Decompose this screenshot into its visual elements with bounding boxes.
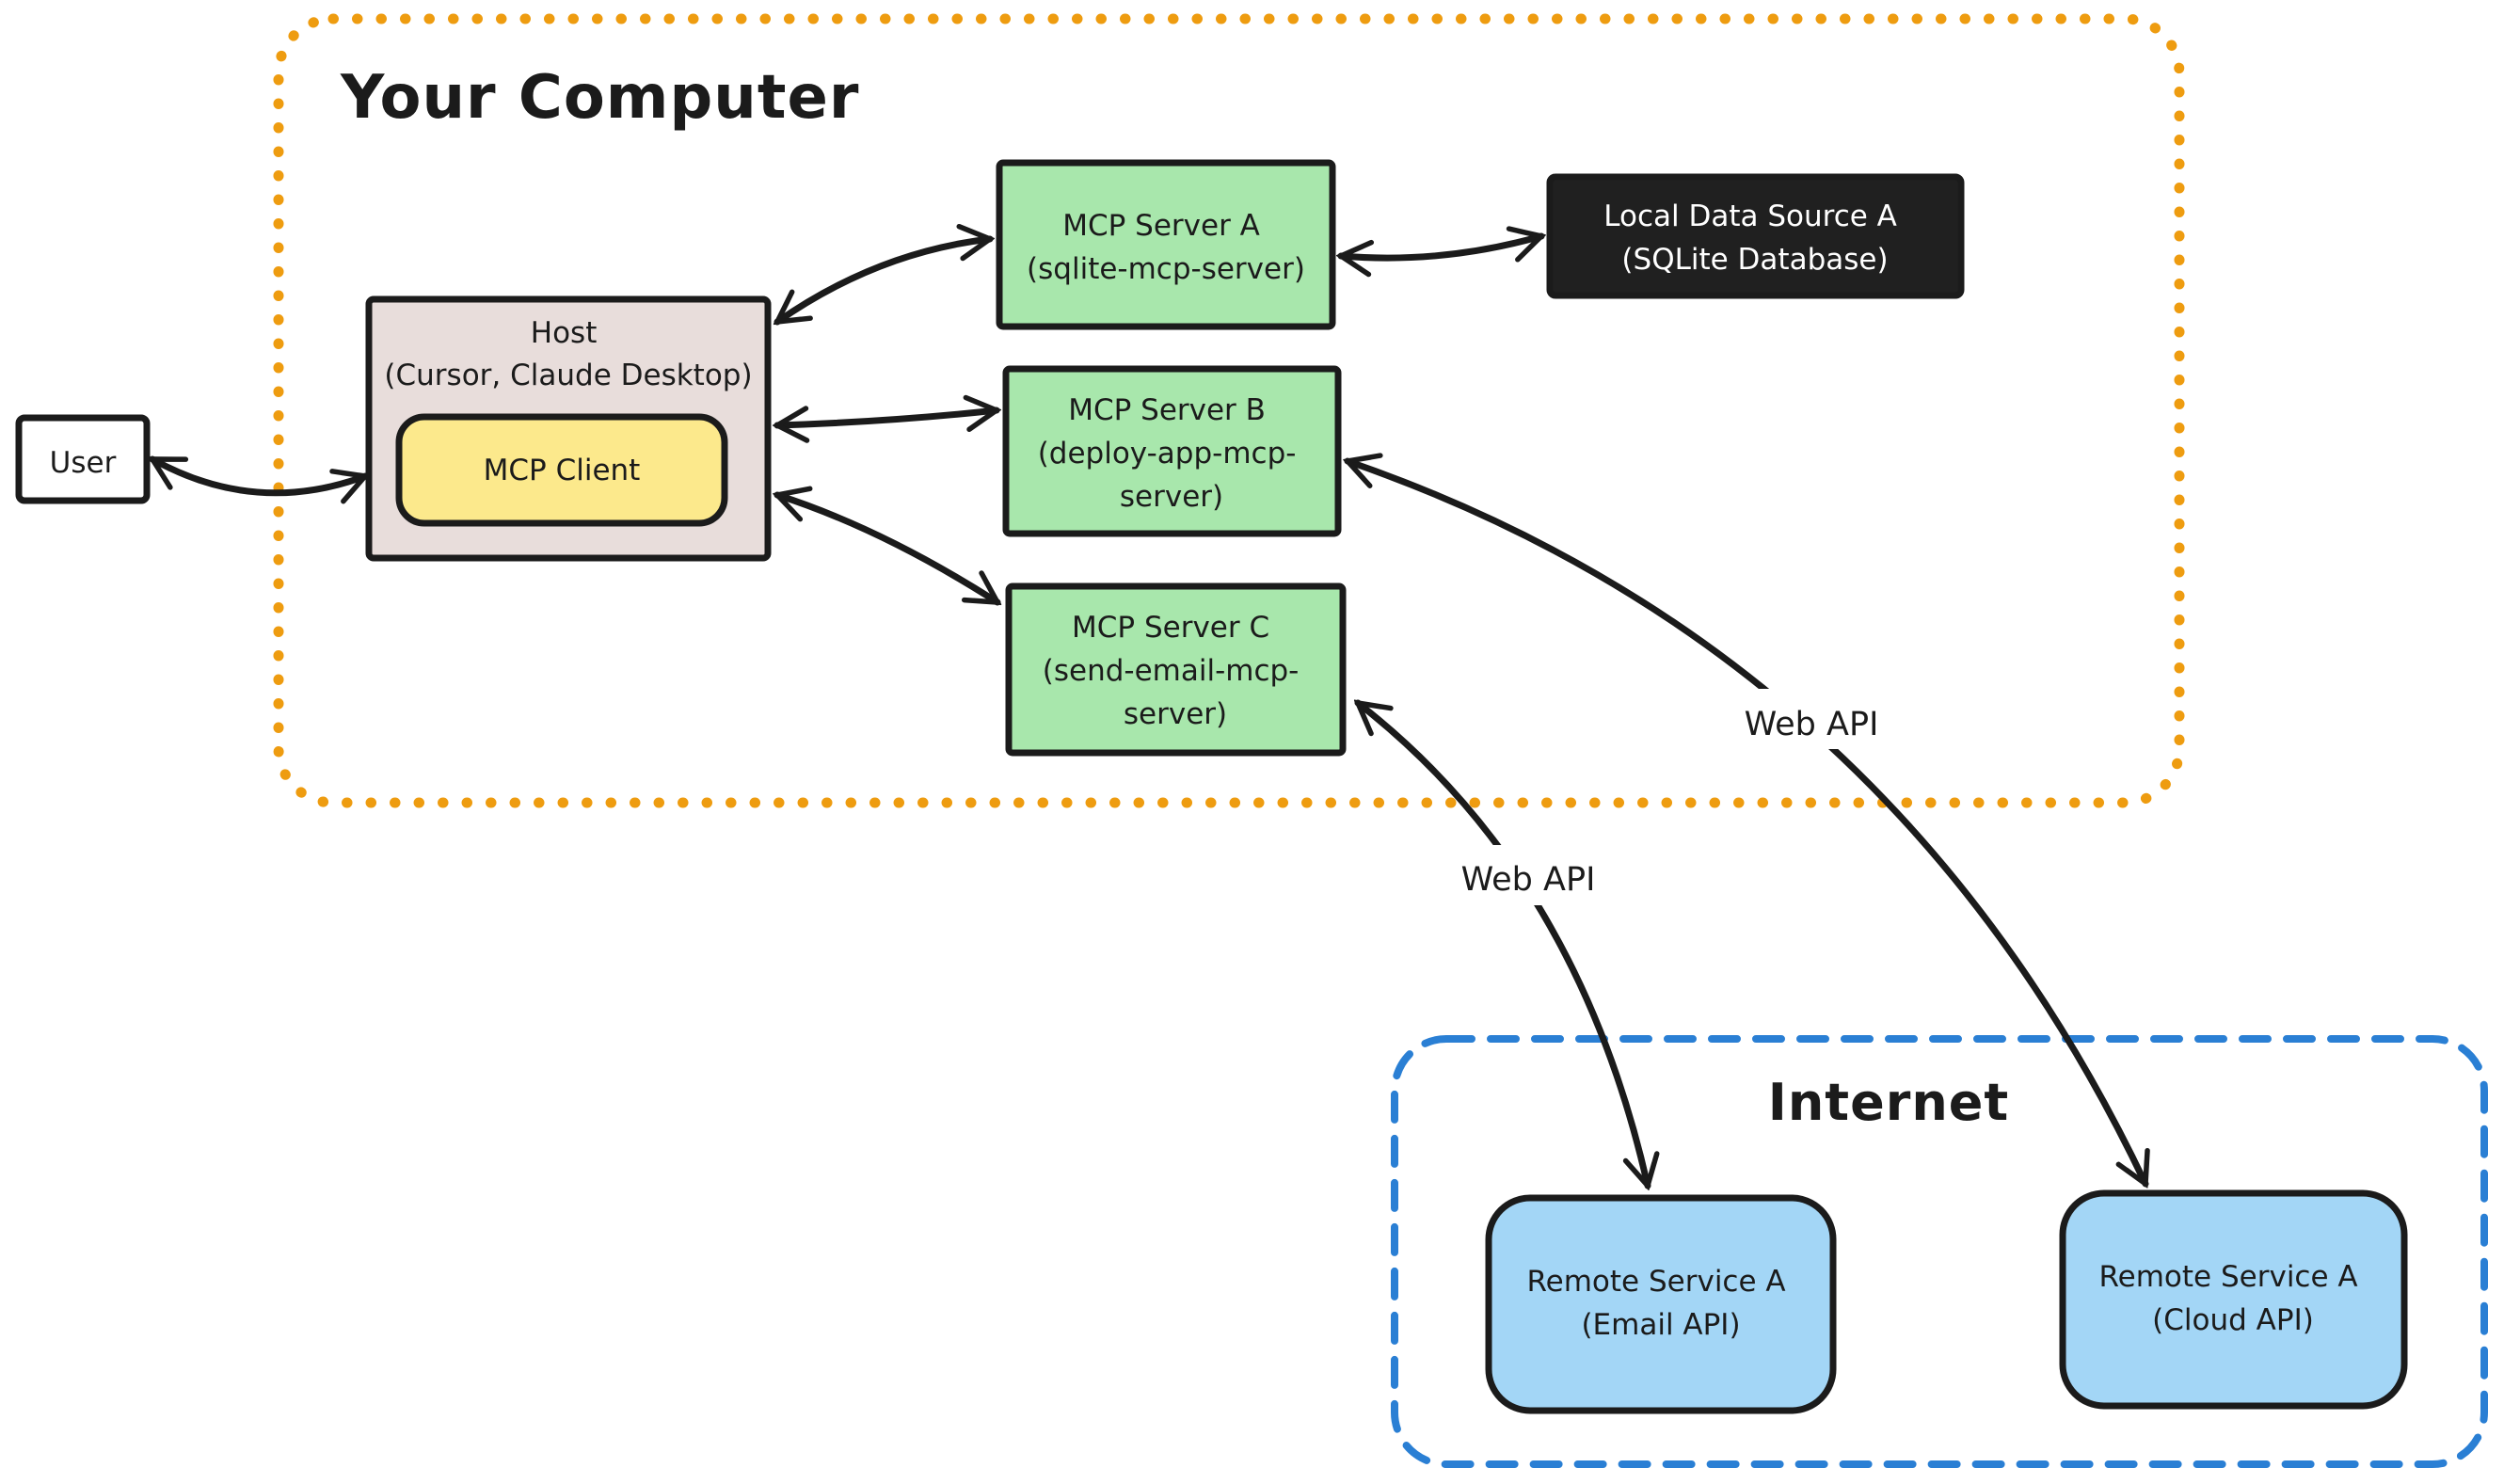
edge-host-server-a (777, 239, 990, 326)
web-api-cloud-label-bg (1720, 689, 1904, 749)
user-label: User (50, 446, 117, 480)
mcp-server-c-subtitle-2: server) (1124, 697, 1227, 731)
mcp-server-b-subtitle-1: (deploy-app-mcp- (1038, 437, 1297, 471)
remote-service-email-subtitle: (Email API) (1581, 1308, 1740, 1342)
mcp-server-a-title: MCP Server A (1062, 209, 1260, 243)
mcp-server-c-label: MCP Server C (send-email-mcp- server) (1043, 611, 1308, 731)
mcp-client-node (395, 413, 728, 527)
local-data-source-label: Local Data Source A (SQLite Database) (1603, 199, 1906, 277)
internet-title: Internet (1768, 1073, 2009, 1132)
remote-service-email-title: Remote Service A (1527, 1265, 1786, 1299)
mcp-server-b-title: MCP Server B (1068, 393, 1266, 427)
mcp-server-c-node (1005, 582, 1347, 757)
remote-service-cloud-label: Remote Service A (Cloud API) (2099, 1260, 2368, 1337)
web-api-email-label-bg (1447, 845, 1609, 905)
host-subtitle: (Cursor, Claude Desktop) (384, 359, 752, 392)
local-data-source-title: Local Data Source A (1603, 199, 1897, 233)
your-computer-title: Your Computer (340, 63, 859, 133)
mcp-server-a-subtitle: (sqlite-mcp-server) (1027, 252, 1305, 286)
mcp-client-label: MCP Client (484, 454, 641, 487)
local-data-source-node (1546, 173, 1965, 299)
edge-host-server-b (777, 410, 997, 425)
remote-service-email-label: Remote Service A (Email API) (1527, 1265, 1795, 1342)
user-node (15, 414, 151, 504)
host-label: Host (Cursor, Claude Desktop) (384, 316, 752, 392)
your-computer-container (273, 13, 2185, 808)
remote-service-cloud-subtitle: (Cloud API) (2152, 1303, 2314, 1337)
remote-service-email-node (1485, 1194, 1837, 1414)
edge-user-host (152, 455, 365, 493)
mcp-server-c-subtitle-1: (send-email-mcp- (1043, 654, 1300, 688)
mcp-server-c-title: MCP Server C (1072, 611, 1269, 645)
edge-server-b-remote-cloud (1348, 461, 2145, 1184)
mcp-server-b-subtitle-2: server) (1120, 480, 1223, 514)
mcp-server-a-node (996, 159, 1336, 330)
edge-server-a-datasource (1341, 236, 1541, 258)
local-data-source-subtitle: (SQLite Database) (1621, 243, 1888, 277)
web-api-cloud-label: Web API (1745, 706, 1879, 743)
web-api-email-label: Web API (1461, 861, 1596, 899)
edge-server-c-remote-email (1358, 703, 1648, 1186)
remote-service-cloud-title: Remote Service A (2099, 1260, 2358, 1294)
host-title: Host (531, 316, 598, 350)
remote-service-cloud-node (2059, 1189, 2408, 1410)
edge-host-server-c (777, 495, 997, 606)
mcp-server-a-label: MCP Server A (sqlite-mcp-server) (1027, 209, 1305, 286)
mcp-server-b-node (1002, 365, 1342, 537)
mcp-server-b-label: MCP Server B (deploy-app-mcp- server) (1038, 393, 1306, 514)
